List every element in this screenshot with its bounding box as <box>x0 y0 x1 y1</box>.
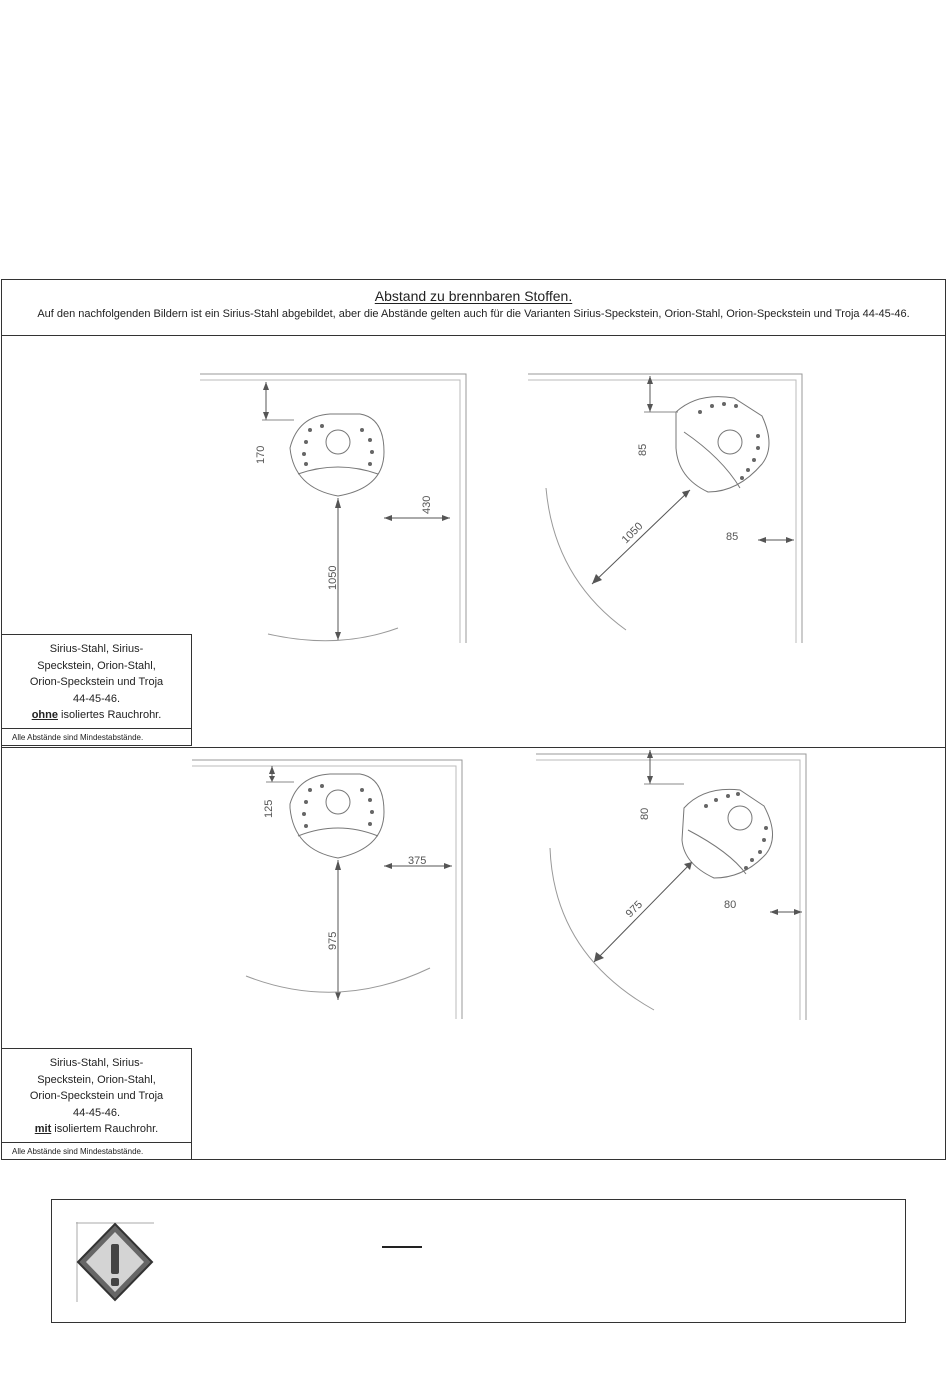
dim-front-label: 1050 <box>327 566 339 590</box>
variant-label: Sirius-Stahl, Sirius- Speckstein, Orion-… <box>2 1049 191 1143</box>
dim-side-label: 85 <box>726 531 738 543</box>
dim-rear-label: 125 <box>263 800 275 818</box>
minimum-distance-note: Alle Abstände sind Mindestabstände. <box>12 732 144 742</box>
dim-side-label: 80 <box>724 899 736 911</box>
dim-side-label: 375 <box>408 855 426 867</box>
variant-label-box: Sirius-Stahl, Sirius- Speckstein, Orion-… <box>2 634 192 746</box>
dim-rear-label: 85 <box>637 444 649 456</box>
page-subtitle: Auf den nachfolgenden Bildern ist ein Si… <box>37 308 910 320</box>
minimum-distance-note: Alle Abstände sind Mindestabstände. <box>12 1146 144 1156</box>
dim-rear-label: 80 <box>639 808 651 820</box>
table-header: Abstand zu brennbaren Stoffen. Auf den n… <box>2 280 945 336</box>
dim-rear-label: 170 <box>255 446 267 464</box>
label-emphasis: mit <box>34 1123 52 1135</box>
warning-diamond-icon <box>76 1222 154 1302</box>
clearance-table: Abstand zu brennbaren Stoffen. Auf den n… <box>1 279 946 1160</box>
dim-diag-label: 975 <box>624 899 645 920</box>
warning-notice-box <box>51 1199 906 1323</box>
diagram-corner: 80 975 80 <box>534 750 824 1028</box>
diagram-wall-straight: 125 375 975 <box>190 754 470 1034</box>
variant-label: Sirius-Stahl, Sirius- Speckstein, Orion-… <box>2 635 191 729</box>
page-title: Abstand zu brennbaren Stoffen. <box>374 288 573 304</box>
variant-label-box: Sirius-Stahl, Sirius- Speckstein, Orion-… <box>2 1048 192 1160</box>
section-without-insulation: 170 430 1050 85 1050 <box>2 336 945 748</box>
text-line-mark <box>382 1246 422 1248</box>
section-with-insulation: 125 375 975 80 975 <box>2 748 945 1160</box>
diagram-wall-straight: 170 430 1050 <box>198 368 478 648</box>
diagram-corner: 85 1050 85 <box>526 368 816 648</box>
dim-front-label: 975 <box>327 932 339 950</box>
dim-side-label: 430 <box>421 496 433 514</box>
label-emphasis: ohne <box>31 709 58 721</box>
dim-diag-label: 1050 <box>620 520 646 546</box>
